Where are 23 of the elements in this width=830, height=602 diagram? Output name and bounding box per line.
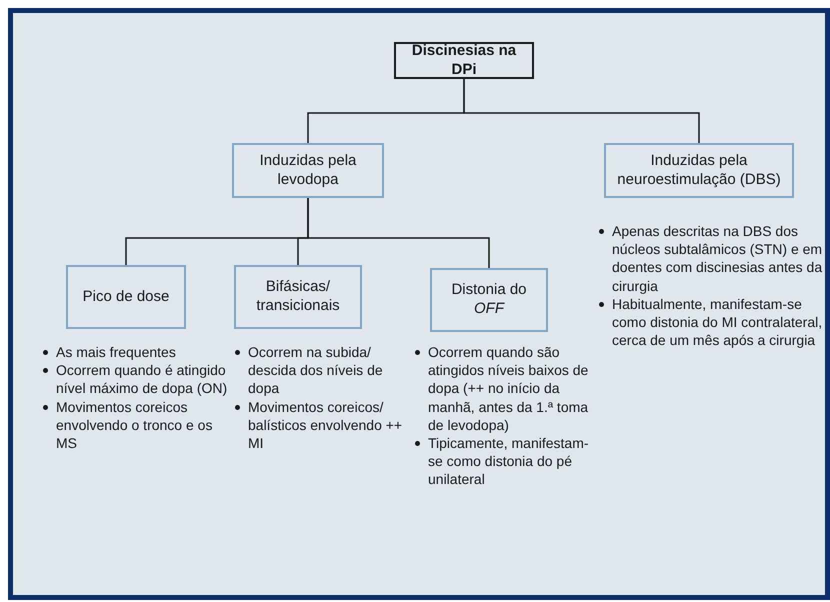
category-box [232, 143, 384, 198]
root-box [394, 42, 534, 79]
title-text: Discinesias na DPi [410, 42, 518, 80]
bullet-text: Apenas descritas na DBS dos núcleos subtalâmicos (STN) e em doentes com discinesias antes da cirurgia [612, 223, 822, 294]
box-label: Induzidas pela levodopa [258, 152, 358, 190]
box-label: Pico de dose [82, 288, 170, 306]
bullet-text: Movimentos coreicos/ balísticos envolvendo ++ MI [248, 398, 402, 451]
bullet-text: Habitualmente, manifestam-se como distonia do MI contralateral, cerca de um mês após a cirurgia [612, 296, 822, 348]
category-box [234, 265, 362, 329]
connector-line [307, 198, 490, 268]
bullet-text: Ocorrem quando é atingido nível máximo de dopa (ON) [56, 362, 228, 396]
box-label: Induzidas pela neuroestimulação (DBS) [616, 152, 782, 190]
bullet-text: Tipicamente, manifestam-se como distonia do pé unilateral [428, 434, 589, 488]
category-box [604, 143, 794, 198]
bullet-text: Movimentos coreicos envolvendo o tronco e os MS [56, 398, 212, 451]
connector-line [463, 79, 700, 143]
bullet-text: Ocorrem quando são atingidos níveis baixos de dopa (++ no início da manhã, antes da 1.ª toma de levodopa) [428, 344, 588, 433]
box-label: Bifásicas/ transicionais [255, 278, 341, 316]
box-label: Distonia do OFF [450, 281, 528, 319]
bullet-text: As mais frequentes [56, 344, 176, 360]
category-box [66, 265, 186, 329]
bullet-text: Ocorrem na subida/ descida dos níveis de dopa [248, 344, 383, 396]
category-box [430, 268, 548, 332]
